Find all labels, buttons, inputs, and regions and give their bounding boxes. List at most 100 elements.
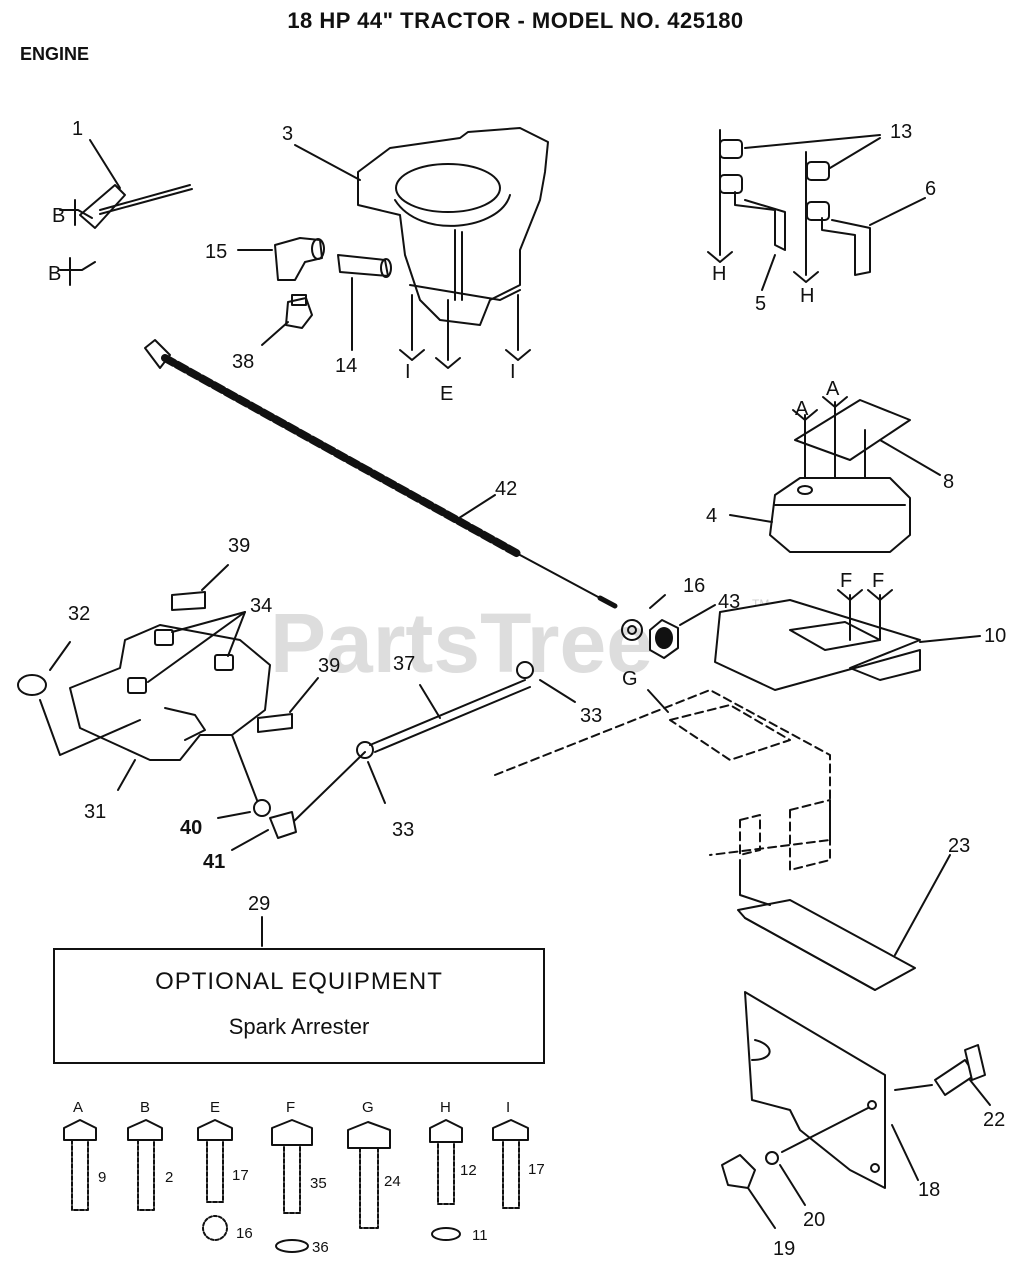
legend-part-e: 17 (232, 1167, 249, 1184)
part-14-hose (337, 254, 392, 351)
callout-19: 19 (773, 1238, 795, 1260)
legend-extra-f: 36 (312, 1239, 329, 1256)
letter-a2: A (826, 378, 840, 400)
frame-outline (494, 689, 831, 871)
optional-equipment-box: OPTIONAL EQUIPMENT Spark Arrester (53, 948, 545, 1064)
callout-4: 4 (706, 505, 717, 527)
callout-42: 42 (495, 478, 517, 500)
fastener-legend (63, 1119, 529, 1253)
bolt-a (63, 1119, 97, 1211)
part-32-cap (17, 641, 141, 756)
part-40-filter (217, 799, 271, 819)
letter-b2: B (48, 263, 61, 285)
callout-5: 5 (755, 293, 766, 315)
callout-3: 3 (282, 123, 293, 145)
legend-part-g: 24 (384, 1173, 401, 1190)
callout-15: 15 (205, 241, 227, 263)
letter-f1: F (840, 570, 852, 592)
callout-14: 14 (335, 355, 357, 377)
section-label: ENGINE (20, 44, 90, 64)
part-39-pads (171, 564, 319, 733)
callout-33a: 33 (580, 705, 602, 727)
legend-letter-g: G (362, 1099, 374, 1116)
watermark: PartsTree (270, 596, 653, 690)
legend-letter-i: I (506, 1099, 510, 1116)
legend-letter-a: A (73, 1099, 83, 1116)
legend-letter-h: H (440, 1099, 451, 1116)
callout-8: 8 (943, 471, 954, 493)
fastener-legend-labels: A 9 B 2 E 17 16 F 35 36 G 24 H 12 11 I 1… (73, 1099, 545, 1256)
callout-16: 16 (683, 575, 705, 597)
part-42-dipstick-tube (144, 339, 618, 609)
letter-f2: F (872, 570, 884, 592)
legend-letter-e: E (210, 1099, 220, 1116)
callout-40: 40 (180, 817, 202, 839)
part-15-elbow (237, 237, 325, 281)
callout-10: 10 (984, 625, 1006, 647)
legend-part-h: 12 (460, 1162, 477, 1179)
fastener-letters: B B I E I H H A A F F G (48, 205, 884, 690)
letter-h2: H (800, 285, 814, 307)
callout-29: 29 (248, 893, 270, 915)
legend-part-i: 17 (528, 1161, 545, 1178)
letter-e1: E (440, 383, 453, 405)
callout-39a: 39 (228, 535, 250, 557)
part-41-connector (231, 811, 297, 851)
part-10-plate (714, 589, 981, 691)
legend-extra-h: 11 (472, 1227, 488, 1244)
callout-18: 18 (918, 1179, 940, 1201)
part-23-plate (737, 854, 951, 991)
part-6-hose (821, 197, 926, 276)
callout-37: 37 (393, 653, 415, 675)
optional-equipment-item: Spark Arrester (228, 1014, 370, 1039)
part-38-plug (261, 294, 313, 346)
bolt-i (492, 1119, 529, 1209)
page-title: 18 HP 44" TRACTOR - MODEL NO. 425180 (287, 8, 744, 33)
letter-g1: G (622, 668, 638, 690)
callout-32: 32 (68, 603, 90, 625)
legend-part-a: 9 (98, 1169, 106, 1186)
letter-h1: H (712, 263, 726, 285)
letter-a1: A (795, 398, 809, 420)
bolt-f (271, 1119, 313, 1253)
callout-39b: 39 (318, 655, 340, 677)
callout-43: 43 (718, 591, 740, 613)
part-4-muffler (729, 477, 911, 553)
part-13-clamps (707, 129, 881, 283)
callout-6: 6 (925, 178, 936, 200)
part-34-pads (147, 611, 246, 683)
callout-38: 38 (232, 351, 254, 373)
part-31-tank (69, 624, 271, 791)
bolt-h (429, 1119, 463, 1241)
letter-i1: I (405, 361, 411, 383)
callout-20: 20 (803, 1209, 825, 1231)
callout-13: 13 (890, 121, 912, 143)
callout-31: 31 (84, 801, 106, 823)
bolt-g (347, 1121, 391, 1229)
callout-41: 41 (203, 851, 225, 873)
callout-22: 22 (983, 1109, 1005, 1131)
legend-extra-e: 16 (236, 1225, 253, 1242)
legend-part-b: 2 (165, 1169, 173, 1186)
part-5-hose (734, 191, 786, 291)
letter-b1: B (52, 205, 65, 227)
part-18-panel (744, 991, 919, 1189)
optional-equipment-title: OPTIONAL EQUIPMENT (155, 968, 443, 995)
part-37-fuel-line (231, 679, 531, 826)
part-20-grommet (765, 1151, 806, 1206)
callout-1: 1 (72, 118, 83, 140)
part-19-clip (721, 1154, 776, 1229)
legend-letter-b: B (140, 1099, 150, 1116)
callout-23: 23 (948, 835, 970, 857)
callout-numbers: 1 3 13 6 15 14 38 5 42 8 4 39 39 32 34 1… (68, 118, 1006, 1260)
part-1-bracket (59, 139, 193, 286)
part-43-nut (649, 604, 716, 659)
legend-part-f: 35 (310, 1175, 327, 1192)
letter-i2: I (510, 361, 516, 383)
part-33-clamps (356, 661, 576, 804)
part-3-engine (294, 127, 549, 369)
callout-34: 34 (250, 595, 272, 617)
callout-33b: 33 (392, 819, 414, 841)
